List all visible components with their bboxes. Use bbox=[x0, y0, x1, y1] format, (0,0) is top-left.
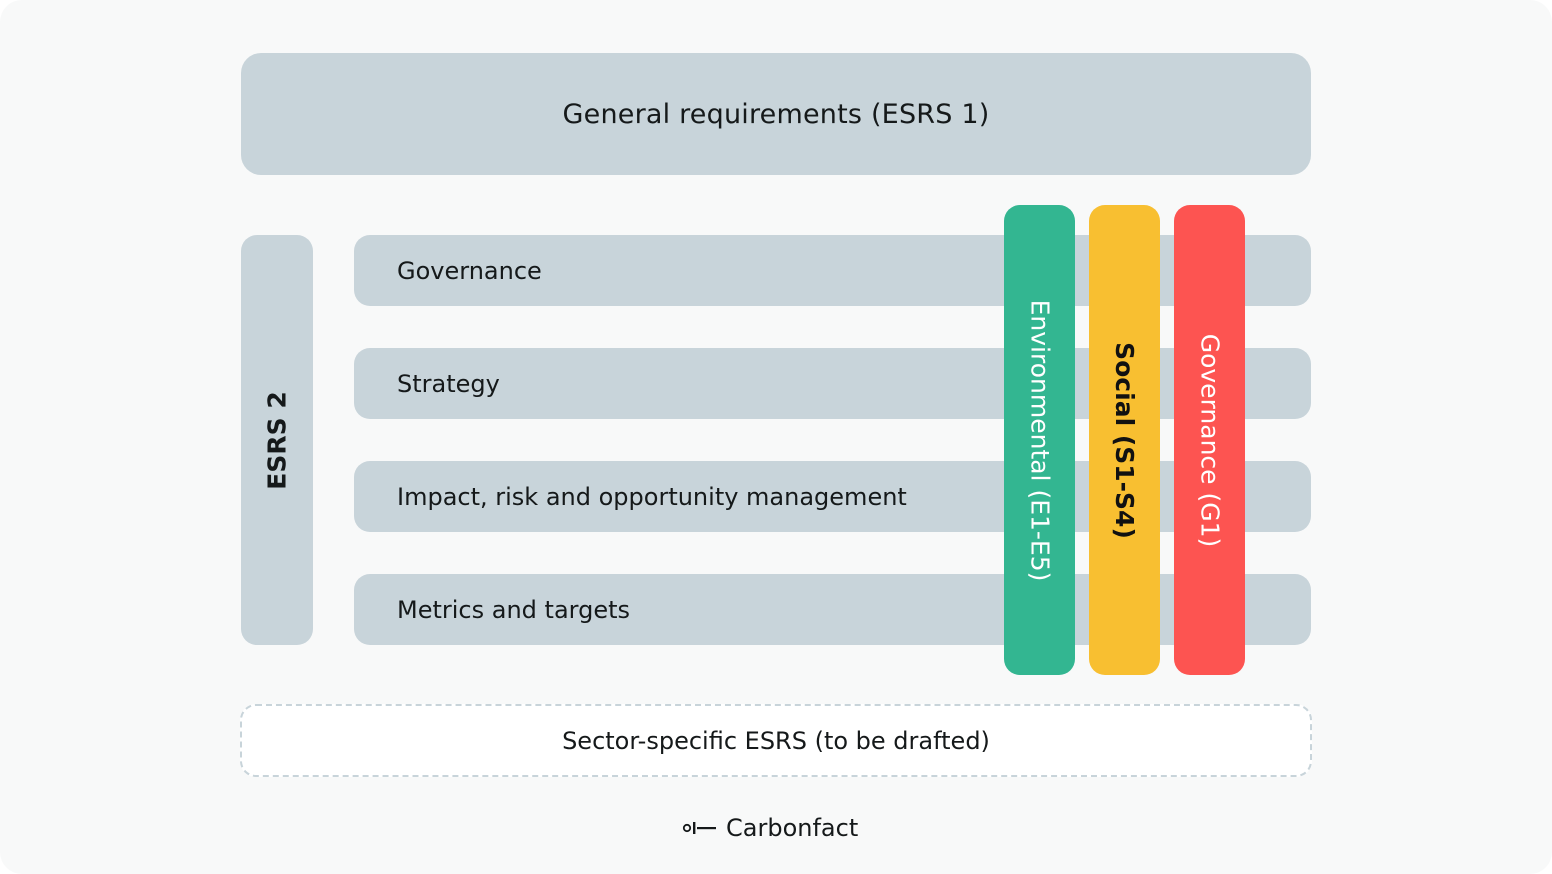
row-strategy: Strategy bbox=[354, 348, 1311, 419]
row-label: Governance bbox=[397, 256, 542, 285]
pillar-label: Environmental (E1-E5) bbox=[1025, 299, 1054, 581]
sector-specific-block: Sector-specific ESRS (to be drafted) bbox=[240, 704, 1312, 777]
row-label: Metrics and targets bbox=[397, 595, 631, 624]
general-requirements-label: General requirements (ESRS 1) bbox=[562, 98, 990, 130]
row-metrics-targets: Metrics and targets bbox=[354, 574, 1311, 645]
brand-logo: Carbonfact bbox=[682, 808, 858, 848]
pillar-social: Social (S1-S4) bbox=[1089, 205, 1160, 675]
carbonfact-logo-icon bbox=[682, 818, 718, 838]
esrs2-label: ESRS 2 bbox=[262, 390, 292, 490]
brand-name: Carbonfact bbox=[726, 814, 859, 842]
pillar-label: Governance (G1) bbox=[1195, 333, 1224, 547]
esrs2-block: ESRS 2 bbox=[241, 235, 313, 645]
row-governance: Governance bbox=[354, 235, 1311, 306]
pillar-governance: Governance (G1) bbox=[1174, 205, 1245, 675]
general-requirements-block: General requirements (ESRS 1) bbox=[241, 53, 1311, 175]
row-label: Impact, risk and opportunity management bbox=[397, 482, 907, 511]
row-label: Strategy bbox=[397, 369, 500, 398]
sector-specific-label: Sector-specific ESRS (to be drafted) bbox=[562, 726, 990, 755]
row-impact-risk-opportunity: Impact, risk and opportunity management bbox=[354, 461, 1311, 532]
pillar-environmental: Environmental (E1-E5) bbox=[1004, 205, 1075, 675]
pillar-label: Social (S1-S4) bbox=[1110, 341, 1139, 539]
